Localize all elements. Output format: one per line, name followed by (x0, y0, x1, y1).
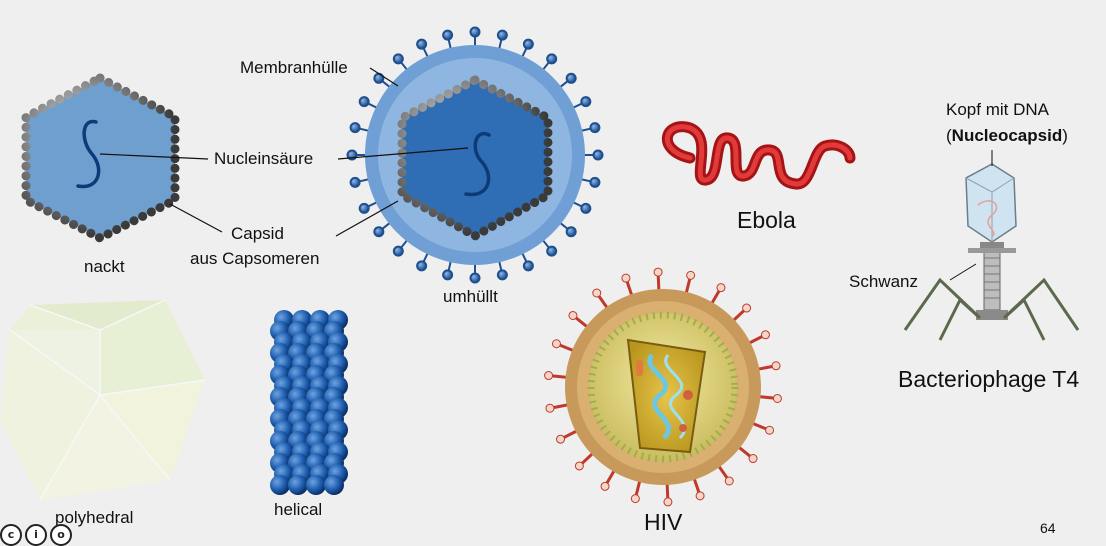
hiv-spike-head (742, 303, 752, 313)
hiv-spike-head (621, 273, 631, 283)
label-nackt: nackt (84, 257, 125, 276)
hiv-spike-head (663, 497, 673, 507)
hiv-spike-head (760, 330, 770, 340)
bacteriophage-illustration (903, 150, 1080, 341)
envelope-spike-knob (392, 53, 404, 65)
envelope-spike-knob (469, 26, 481, 38)
hiv-spike-head (544, 371, 554, 381)
hiv-spike-head (772, 393, 782, 403)
label-hiv: HIV (644, 509, 683, 535)
label-nucleinsaeure: Nucleinsäure (214, 149, 314, 168)
hiv-spike (750, 421, 769, 431)
hiv-illustration (544, 267, 782, 507)
label-membranhuelle: Membranhülle (240, 58, 348, 77)
cc-icon: c (0, 524, 22, 546)
label-nucleocapsid: (Nucleocapsid) (946, 126, 1068, 145)
helical-subunit (270, 475, 290, 495)
envelope-spike-knob (442, 29, 454, 41)
hiv-spike-head (686, 270, 696, 280)
envelope-spike-knob (546, 53, 558, 65)
helical-subunit (306, 475, 326, 495)
hiv-spike-head (592, 288, 602, 298)
sa-icon: o (50, 524, 72, 546)
hiv-spike-head (574, 461, 584, 471)
polyhedral-illustration (0, 299, 206, 501)
label-kopf-mit-dna: Kopf mit DNA (946, 100, 1049, 119)
label-polyhedral: polyhedral (55, 508, 134, 527)
label-aus-capsomeren: aus Capsomeren (190, 249, 320, 268)
label-umhuellt: umhüllt (443, 287, 498, 306)
hiv-spike (557, 343, 576, 353)
envelope-spike-knob (565, 72, 577, 84)
envelope-spike-knob (546, 245, 558, 257)
envelope-spike-knob (358, 96, 370, 108)
hiv-spike (596, 293, 610, 311)
hiv-spike-head (771, 361, 781, 371)
hiv-spike (716, 463, 730, 481)
envelope-spike-knob (373, 226, 385, 238)
envelope-spike-knob (392, 245, 404, 257)
hiv-spike-head (724, 476, 734, 486)
hiv-spike-head (695, 491, 705, 501)
by-icon: i (25, 524, 47, 546)
hiv-spike-head (545, 403, 555, 413)
label-capsid: Capsid (231, 224, 284, 243)
envelope-spike-knob (589, 122, 601, 134)
hiv-spike (756, 364, 775, 371)
hiv-spike-head (630, 494, 640, 504)
label-bacteriophage: Bacteriophage T4 (898, 366, 1080, 392)
hiv-spike-head (748, 454, 758, 464)
naked-virus-illustration (21, 72, 180, 244)
hiv-spike-head (551, 339, 561, 349)
envelope-spike-knob (416, 260, 428, 272)
hiv-spike-head (556, 434, 566, 444)
leader-lines (99, 67, 469, 237)
envelope-spike-knob (496, 269, 508, 281)
helical-illustration (270, 310, 348, 495)
hiv-spike-head (600, 481, 610, 491)
hiv-spike-head (716, 283, 726, 293)
envelope-spike-knob (349, 122, 361, 134)
helical-subunit (288, 475, 308, 495)
envelope-spike-knob (592, 149, 604, 161)
envelope-spike-knob (496, 29, 508, 41)
envelope-spike-knob (580, 96, 592, 108)
envelope-spike-knob (442, 269, 454, 281)
hiv-spike-head (568, 310, 578, 320)
envelope-spike-knob (522, 38, 534, 50)
envelope-spike-knob (469, 272, 481, 284)
helical-subunit (324, 475, 344, 495)
enveloped-virus-illustration (346, 26, 604, 284)
ebola-illustration (662, 121, 856, 190)
envelope-spike-knob (565, 226, 577, 238)
envelope-spike-knob (580, 202, 592, 214)
page-number: 64 (1040, 520, 1056, 536)
envelope-spike-knob (589, 176, 601, 188)
hiv-spike (684, 276, 692, 296)
hiv-spike-head (653, 267, 663, 277)
label-helical: helical (274, 500, 323, 519)
license-badge: c i o (0, 524, 72, 546)
envelope-spike-knob (416, 38, 428, 50)
envelope-spike-knob (522, 260, 534, 272)
label-ebola: Ebola (737, 207, 796, 233)
hiv-spike-head (765, 425, 775, 435)
hiv-spike (551, 403, 570, 410)
hiv-spike (634, 478, 642, 498)
label-schwanz: Schwanz (849, 272, 918, 291)
envelope-spike-knob (349, 176, 361, 188)
envelope-spike-knob (358, 202, 370, 214)
